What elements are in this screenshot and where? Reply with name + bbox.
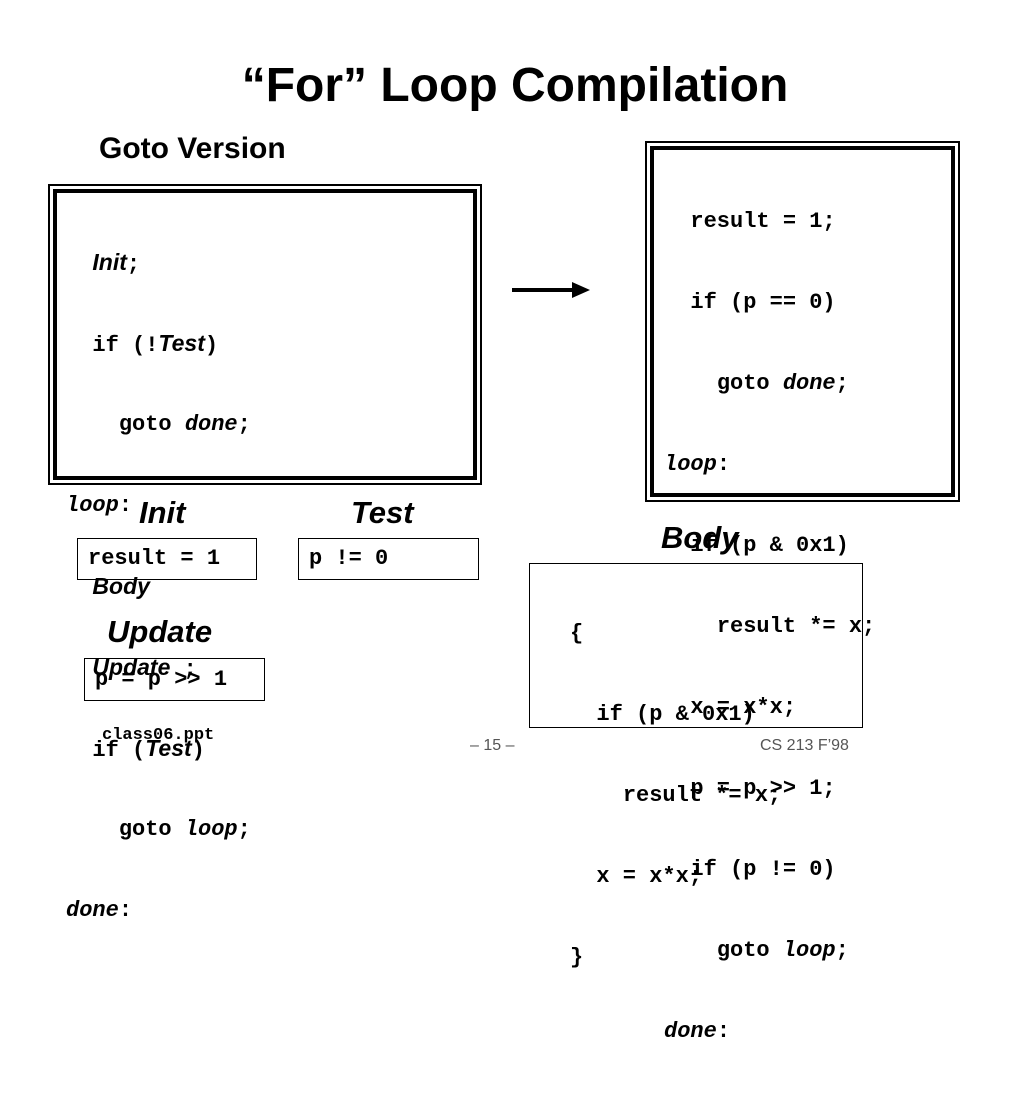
- compiled-semi: ;: [835, 371, 849, 396]
- init-box: result = 1: [77, 538, 257, 580]
- goto-line-loop-label: loop:: [66, 490, 251, 521]
- goto-loop-target: loop: [184, 817, 238, 842]
- compiled-colon: :: [716, 452, 731, 477]
- body-square: x = x*x;: [596, 864, 703, 889]
- body-line-open-brace: {: [570, 618, 781, 649]
- right-arrow-icon: [512, 282, 590, 298]
- goto-line-done-label: done:: [66, 895, 251, 926]
- footer-filename: class06.ppt: [102, 726, 215, 745]
- test-box: p != 0: [298, 538, 479, 580]
- footer-page-number: – 15 –: [470, 737, 515, 754]
- body-line-mul: result *= x;: [570, 780, 781, 811]
- body-label: Body: [661, 520, 739, 555]
- goto-version-heading: Goto Version: [99, 132, 286, 165]
- goto-line-body: Body: [66, 571, 251, 602]
- goto-close-paren-2: ): [191, 738, 205, 763]
- compiled-result-init: result = 1;: [690, 209, 836, 234]
- body-if-odd: if (p & 0x1): [596, 702, 755, 727]
- goto-test: Test: [158, 330, 205, 356]
- goto-keyword: goto: [118, 412, 185, 437]
- update-box: p = p >> 1: [84, 658, 265, 701]
- body-box: { if (p & 0x1) result *= x; x = x*x; }: [529, 563, 863, 970]
- goto-init-semi: ;: [126, 252, 141, 277]
- goto-if-not: if (!: [92, 333, 159, 358]
- compiled-line: if (p & 0x1): [664, 530, 875, 561]
- goto-code: Init; if (!Test) goto done; loop: Body U…: [66, 197, 251, 976]
- goto-loop-colon: :: [118, 493, 133, 518]
- footer-course: CS 213 F’98: [760, 737, 849, 754]
- body-code: { if (p & 0x1) result *= x; x = x*x; }: [570, 568, 781, 1023]
- slide-title: “For” Loop Compilation: [241, 59, 789, 112]
- compiled-code-box: result = 1; if (p == 0) goto done; loop:…: [645, 141, 960, 1044]
- goto-done-semi: ;: [237, 412, 251, 437]
- goto-line-goto-done: goto done;: [66, 409, 251, 440]
- test-label: Test: [351, 495, 414, 530]
- compiled-line: x = x*x;: [664, 692, 875, 723]
- body-line-close-brace: }: [570, 942, 781, 973]
- goto-update-semi: ;: [170, 657, 197, 682]
- goto-loop-label: loop: [66, 493, 119, 518]
- goto-done-target: done: [184, 412, 238, 437]
- goto-done-colon: :: [118, 898, 133, 923]
- compiled-loop-target: loop: [782, 938, 836, 963]
- compiled-square: x = x*x;: [690, 695, 797, 720]
- goto-line-if-not-test: if (!Test): [66, 328, 251, 359]
- update-code: p = p >> 1: [95, 667, 228, 692]
- compiled-if-zero: if (p == 0): [690, 290, 836, 315]
- compiled-done-target: done: [782, 371, 836, 396]
- compiled-line: goto done;: [664, 368, 875, 399]
- body-close-brace: }: [570, 945, 584, 970]
- compiled-if-odd: if (p & 0x1): [690, 533, 849, 558]
- body-line-if: if (p & 0x1): [570, 699, 781, 730]
- update-label: Update: [107, 614, 213, 649]
- goto-if: if (: [92, 738, 146, 763]
- body-result-mul: result *= x;: [622, 783, 782, 808]
- test-code: p != 0: [309, 546, 389, 571]
- goto-body: Body: [92, 573, 150, 599]
- compiled-goto: goto: [716, 371, 783, 396]
- goto-loop-semi: ;: [237, 817, 251, 842]
- goto-code-box: Init; if (!Test) goto done; loop: Body U…: [48, 184, 482, 923]
- body-open-brace: {: [570, 621, 584, 646]
- compiled-line: result = 1;: [664, 206, 875, 237]
- goto-line-if-test: if (Test): [66, 733, 251, 764]
- compiled-line: if (p == 0): [664, 287, 875, 318]
- goto-line-goto-loop: goto loop;: [66, 814, 251, 845]
- body-line-square: x = x*x;: [570, 861, 781, 892]
- goto-init: Init: [92, 249, 127, 275]
- goto-keyword-2: goto: [118, 817, 185, 842]
- goto-done-label: done: [66, 898, 119, 923]
- init-code: result = 1: [88, 546, 221, 571]
- compiled-line: loop:: [664, 449, 875, 480]
- compiled-semi-2: ;: [835, 938, 849, 963]
- goto-test-2: Test: [145, 735, 192, 761]
- goto-line-init: Init;: [66, 247, 251, 278]
- compiled-loop-label: loop: [664, 452, 717, 477]
- goto-close-paren: ): [204, 333, 219, 358]
- init-label: Init: [139, 495, 186, 530]
